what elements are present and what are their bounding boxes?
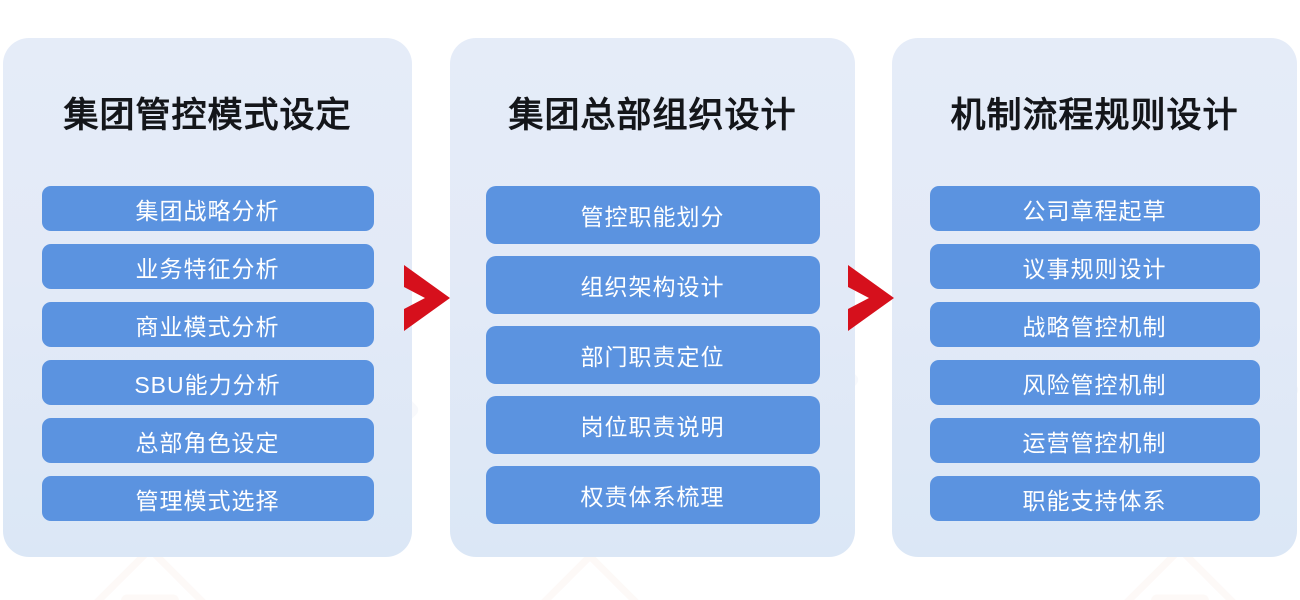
stage-item[interactable]: 职能支持体系 [929,476,1260,521]
stage-item[interactable]: 部门职责定位 [485,326,820,384]
stage-item[interactable]: 权责体系梳理 [485,466,820,524]
stage-item[interactable]: 战略管控机制 [929,302,1260,347]
stage-item[interactable]: 管理模式选择 [41,476,374,521]
stage-item[interactable]: 岗位职责说明 [485,396,820,454]
stage-item[interactable]: 运营管控机制 [929,418,1260,463]
stage-item-list-3: 公司章程起草 议事规则设计 战略管控机制 风险管控机制 运营管控机制 职能支持体… [892,186,1297,557]
stage-item[interactable]: SBU能力分析 [41,360,374,405]
stage-panel-2: 集团总部组织设计 管控职能划分 组织架构设计 部门职责定位 岗位职责说明 权责体… [450,38,855,557]
chevron-right-icon [846,263,896,333]
stage-item-list-2: 管控职能划分 组织架构设计 部门职责定位 岗位职责说明 权责体系梳理 [450,186,855,557]
stage-title-3: 机制流程规则设计 [950,95,1239,135]
stage-item[interactable]: 总部角色设定 [41,418,374,463]
stage-item[interactable]: 风险管控机制 [929,360,1260,405]
stage-item[interactable]: 议事规则设计 [929,244,1260,289]
stage-item-list-1: 集团战略分析 业务特征分析 商业模式分析 SBU能力分析 总部角色设定 管理模式… [3,186,412,557]
stage-item[interactable]: 集团战略分析 [41,186,374,231]
stage-title-2: 集团总部组织设计 [508,95,797,135]
stage-panel-3: 机制流程规则设计 公司章程起草 议事规则设计 战略管控机制 风险管控机制 运营管… [892,38,1297,557]
stage-title-1: 集团管控模式设定 [63,95,352,135]
stage-item[interactable]: 管控职能划分 [485,186,820,244]
stage-panel-1: 集团管控模式设定 集团战略分析 业务特征分析 商业模式分析 SBU能力分析 总部… [3,38,412,557]
stage-item[interactable]: 公司章程起草 [929,186,1260,231]
stage-item[interactable]: 业务特征分析 [41,244,374,289]
stage-item[interactable]: 商业模式分析 [41,302,374,347]
chevron-right-icon [402,263,452,333]
stage-item[interactable]: 组织架构设计 [485,256,820,314]
